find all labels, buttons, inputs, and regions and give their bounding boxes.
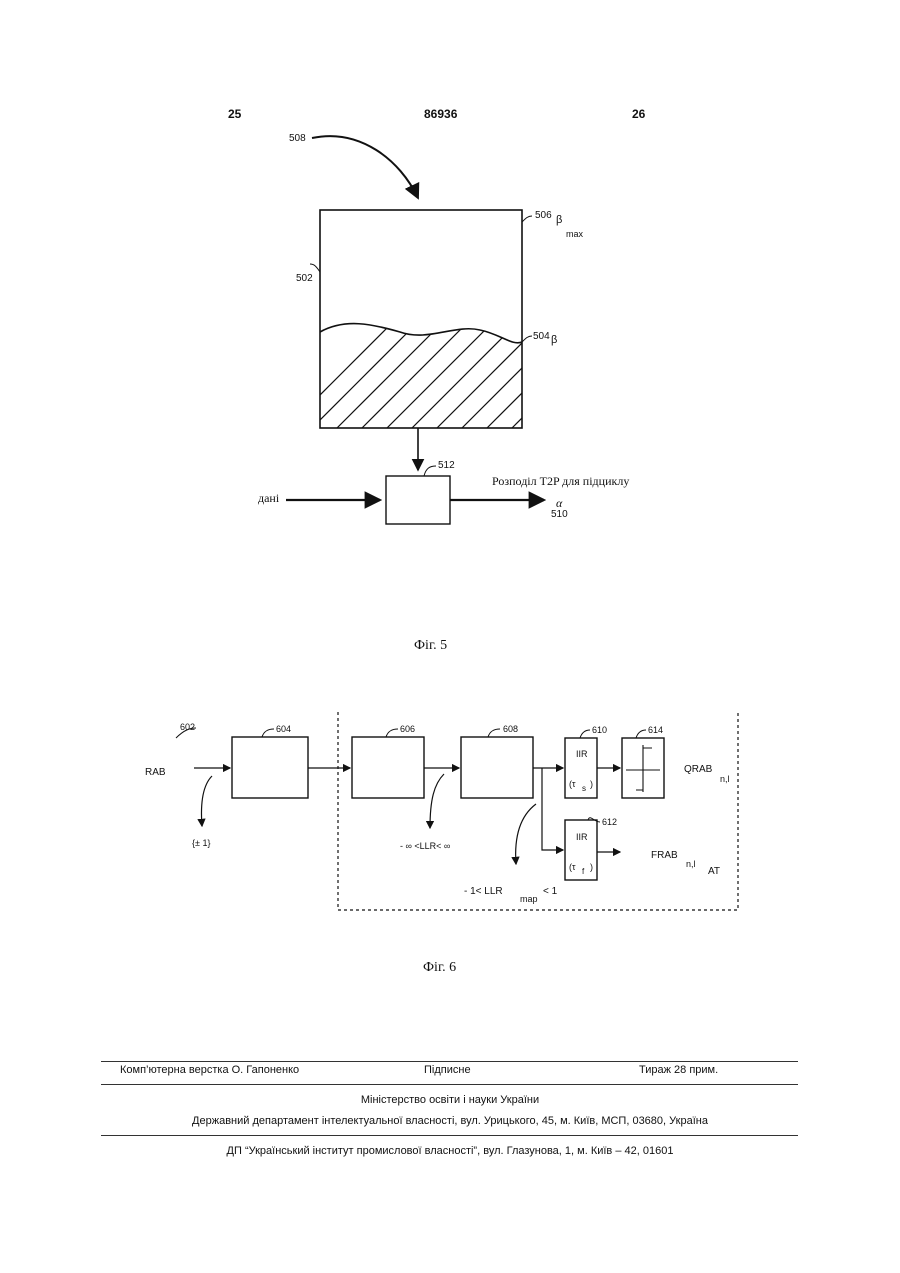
- pm1-label: {± 1}: [192, 838, 210, 848]
- footer-ministry: Міністерство освіти і науки України: [0, 1094, 900, 1106]
- footer-typesetting: Комп’ютерна верстка О. Гапоненко: [120, 1064, 299, 1076]
- block-608: [461, 737, 533, 798]
- footer-print-run: Тираж 28 прим.: [639, 1064, 718, 1076]
- footer-signed: Підписне: [424, 1064, 471, 1076]
- block-610: [565, 738, 597, 798]
- step-function-icon: [626, 745, 660, 792]
- ref-604: 604: [276, 724, 291, 734]
- tau-f-subscript: f: [582, 867, 584, 876]
- block-606: [352, 737, 424, 798]
- down-arrow-llr: [430, 774, 444, 828]
- llr-range-label: - ∞ <LLR< ∞: [400, 841, 450, 851]
- figure-6-caption: Фіг. 6: [423, 960, 456, 976]
- iir-label-612: IIR: [576, 832, 588, 842]
- footer-rule-bottom: [101, 1135, 798, 1136]
- ref-606: 606: [400, 724, 415, 734]
- tau-s-label: (τ: [569, 779, 576, 789]
- iir-label-610: IIR: [576, 749, 588, 759]
- llr-map-subscript: map: [520, 894, 538, 904]
- footer-rule-top: [101, 1061, 798, 1062]
- qrab-subscript: n,l: [720, 774, 730, 784]
- at-label: AT: [708, 866, 720, 877]
- tau-s-subscript: s: [582, 784, 586, 793]
- down-arrow-pm1: [201, 776, 212, 826]
- llr-map-label: - 1< LLR: [464, 886, 503, 897]
- frab-label: FRAB: [651, 850, 678, 861]
- footer-rule-mid: [101, 1084, 798, 1085]
- footer-institute: ДП “Український інститут промислової вла…: [0, 1145, 900, 1157]
- tau-f-label: (τ: [569, 862, 576, 872]
- qrab-label: QRAB: [684, 764, 712, 775]
- ref-612: 612: [602, 817, 617, 827]
- tau-f-close: ): [590, 862, 593, 872]
- footer-department: Державний департамент інтелектуальної вл…: [0, 1115, 900, 1127]
- ref-602: 602: [180, 722, 195, 732]
- block-604: [232, 737, 308, 798]
- ref-608: 608: [503, 724, 518, 734]
- at-boundary: [338, 712, 738, 910]
- ref-610: 610: [592, 725, 607, 735]
- llr-map-bound: < 1: [543, 886, 557, 897]
- down-arrow-llr-map: [516, 804, 536, 864]
- rab-label: RAB: [145, 767, 166, 778]
- tau-s-close: ): [590, 779, 593, 789]
- ref-614: 614: [648, 725, 663, 735]
- frab-subscript: n,l: [686, 859, 696, 869]
